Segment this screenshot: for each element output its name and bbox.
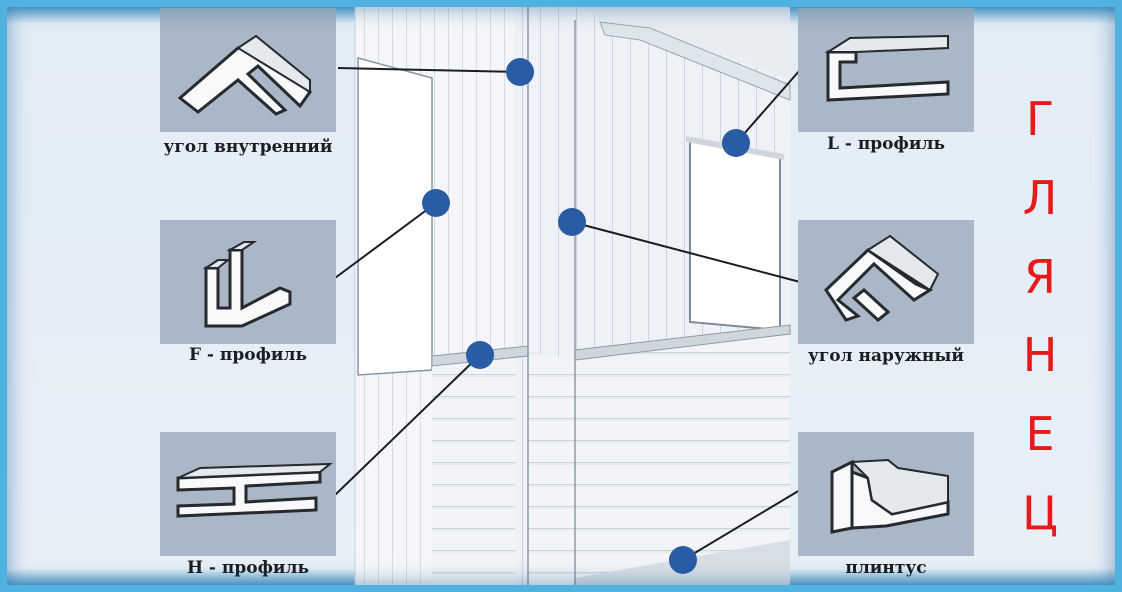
- side-title-letter: Ц: [1022, 485, 1058, 540]
- side-title-letter: Е: [1025, 407, 1055, 462]
- h-profile-tile: [160, 432, 336, 556]
- side-title-letter: Г: [1025, 92, 1055, 146]
- side-title-letter: Л: [1022, 170, 1058, 225]
- outer-corner-label: угол наружный: [807, 346, 965, 366]
- side-title-letter: Н: [1022, 328, 1058, 383]
- h-profile-label: H - профиль: [186, 558, 310, 578]
- inner-corner-tile: [160, 8, 336, 132]
- inner-corner-profile-icon: [177, 34, 313, 116]
- plinth-tile: [798, 432, 974, 556]
- f-profile-icon: [202, 241, 292, 328]
- marker-plinth: [669, 546, 697, 574]
- l-profile-icon: [824, 34, 950, 102]
- side-title-letter: Я: [1024, 249, 1056, 304]
- marker-h-profile: [466, 341, 494, 369]
- l-profile-tile: [798, 8, 974, 132]
- plinth-label: плинтус: [845, 558, 927, 578]
- marker-inner-corner: [506, 58, 534, 86]
- f-profile-tile: [160, 220, 336, 344]
- marker-outer-corner: [558, 208, 586, 236]
- marker-f-profile: [422, 189, 450, 217]
- f-profile-label: F - профиль: [188, 345, 308, 365]
- h-profile-icon: [176, 462, 333, 518]
- inner-corner-label: угол внутренний: [163, 137, 333, 157]
- outer-corner-tile: [798, 220, 974, 344]
- side-title-vertical: Г Л Я Н Е Ц: [1000, 96, 1080, 536]
- marker-l-profile: [722, 129, 750, 157]
- l-profile-label: L - профиль: [827, 134, 945, 154]
- outer-corner-icon: [824, 234, 940, 322]
- plinth-icon: [830, 458, 950, 534]
